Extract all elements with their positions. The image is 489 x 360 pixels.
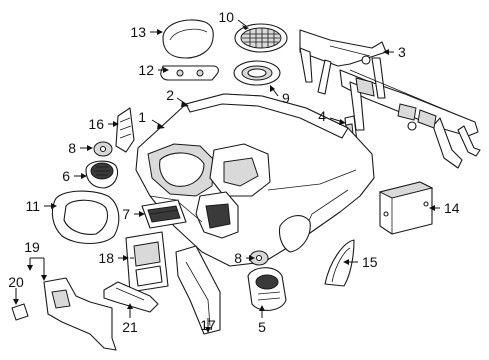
part-center-vent bbox=[141, 199, 187, 229]
callout-14: 14 bbox=[444, 200, 460, 216]
callout-15: 15 bbox=[362, 254, 378, 270]
callout-20: 20 bbox=[8, 274, 24, 290]
callout-1: 1 bbox=[138, 109, 146, 125]
callout-17: 17 bbox=[200, 317, 216, 333]
part-upper-cover bbox=[162, 19, 214, 59]
part-side-trim bbox=[324, 239, 355, 287]
callout-2: 2 bbox=[166, 87, 174, 103]
part-lower-panel bbox=[175, 245, 221, 335]
callout-11: 11 bbox=[25, 198, 40, 214]
part-center-bezel bbox=[125, 231, 169, 293]
part-instrument-panel bbox=[135, 93, 375, 267]
callout-7: 7 bbox=[122, 206, 130, 222]
callout-8-upper: 8 bbox=[68, 140, 76, 156]
callout-16: 16 bbox=[88, 116, 104, 132]
callout-labels: 1 2 3 4 5 6 7 8 8 9 10 11 12 13 14 15 16… bbox=[8, 9, 460, 335]
callout-8-lower: 8 bbox=[234, 250, 242, 266]
part-cluster-bezel bbox=[51, 190, 120, 245]
part-small-cover bbox=[11, 303, 29, 321]
callout-19: 19 bbox=[24, 239, 40, 255]
part-side-vent bbox=[115, 107, 135, 153]
callout-6: 6 bbox=[62, 168, 70, 184]
part-airbag-module bbox=[378, 181, 434, 235]
part-lower-bracket bbox=[103, 281, 159, 313]
callout-5: 5 bbox=[258, 319, 266, 335]
callout-13: 13 bbox=[130, 24, 146, 40]
part-speaker-grille bbox=[234, 23, 288, 53]
callout-4: 4 bbox=[318, 108, 326, 124]
callout-12: 12 bbox=[138, 62, 154, 78]
part-knee-bolster bbox=[43, 277, 117, 351]
callout-9: 9 bbox=[282, 90, 290, 106]
callout-3: 3 bbox=[398, 44, 406, 60]
part-speaker bbox=[233, 60, 281, 86]
part-round-vent bbox=[85, 160, 119, 189]
part-upper-trim bbox=[160, 65, 219, 81]
callout-18: 18 bbox=[98, 250, 114, 266]
callout-10: 10 bbox=[218, 9, 234, 25]
leader-lines bbox=[13, 19, 440, 333]
part-lower-vent bbox=[247, 267, 287, 311]
part-clip-upper bbox=[93, 141, 113, 157]
callout-21: 21 bbox=[122, 319, 138, 335]
